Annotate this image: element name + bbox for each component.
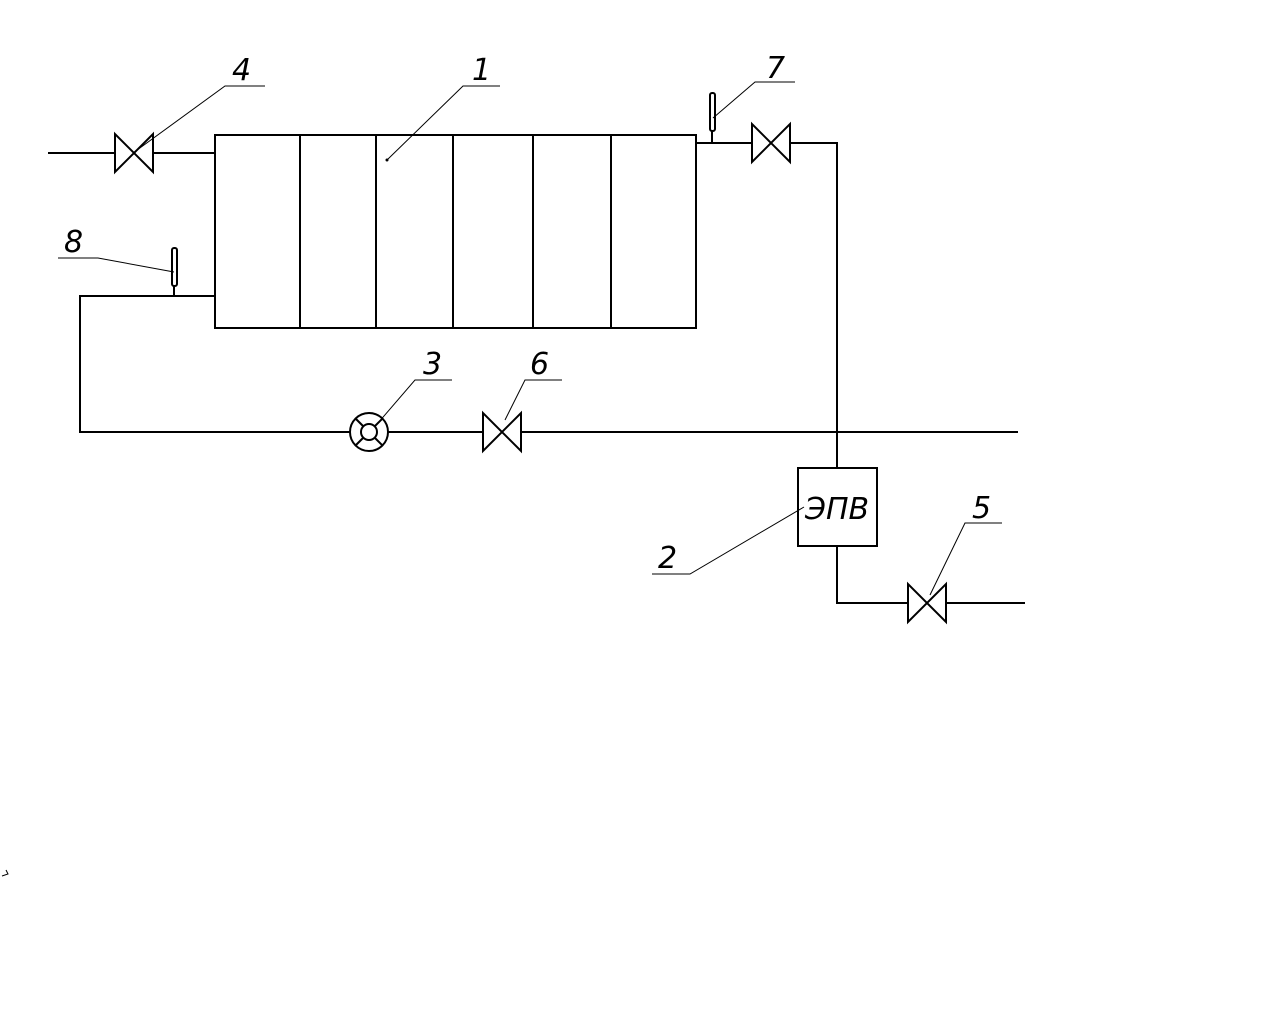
label-heater: 2 [658, 541, 677, 576]
valve-return-icon [482, 410, 522, 454]
label-outlet-valve: 5 [972, 491, 991, 526]
label-return-valve: 6 [530, 347, 549, 382]
label-inlet-valve: 4 [232, 53, 251, 88]
radiator [214, 134, 697, 329]
leader-lines [58, 81, 1002, 596]
valve-outlet-top-icon [751, 121, 791, 165]
label-inlet-thermometer: 8 [64, 225, 83, 260]
label-radiator: 1 [472, 53, 491, 88]
electric-heater: ЭПВ [797, 467, 878, 547]
thermometer-inlet-icon [171, 247, 178, 296]
label-outlet-thermometer: 7 [766, 51, 785, 86]
valve-inlet-icon [114, 131, 154, 175]
valve-outlet-bottom-icon [907, 581, 947, 625]
thermometer-outlet-icon [709, 92, 716, 143]
stray-mark [1, 869, 9, 877]
heater-box-label: ЭПВ [804, 492, 869, 527]
label-pump: 3 [423, 347, 442, 382]
position-labels: 1 4 7 8 3 6 5 2 [64, 51, 991, 576]
pipes [48, 142, 1025, 604]
